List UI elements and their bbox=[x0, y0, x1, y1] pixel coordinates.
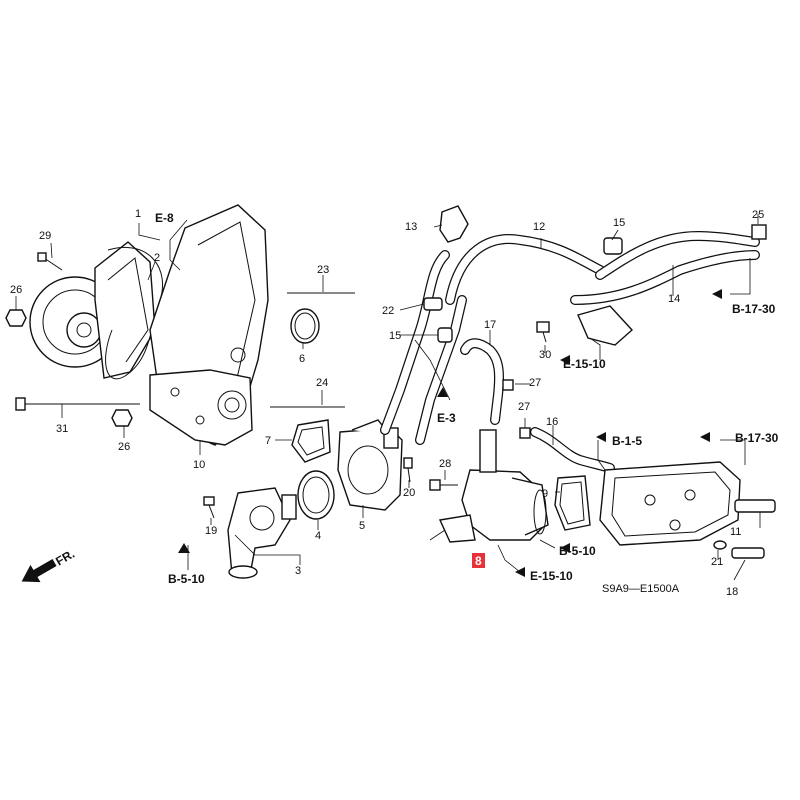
gasket-7 bbox=[291, 419, 331, 463]
callout-18: 18 bbox=[726, 586, 738, 598]
pipe-main-left bbox=[380, 250, 467, 445]
callout-24: 24 bbox=[316, 377, 328, 389]
ref-e1510-top: E-15-10 bbox=[563, 357, 606, 371]
pipe-14 bbox=[570, 230, 760, 305]
ref-arrows bbox=[178, 289, 722, 577]
callout-29: 29 bbox=[39, 230, 51, 242]
o-ring-6 bbox=[290, 308, 320, 344]
diagram-code: S9A9—E1500A bbox=[602, 583, 680, 595]
callout-15b: 15 bbox=[389, 330, 401, 342]
bolt-19 bbox=[203, 496, 215, 519]
thermostat-housing-8 bbox=[438, 429, 549, 543]
hose-17 bbox=[460, 338, 504, 425]
cylinder-head-end bbox=[599, 461, 741, 546]
nut-26-top bbox=[5, 309, 27, 327]
water-pump-assembly bbox=[29, 241, 164, 380]
sensor-18 bbox=[731, 547, 765, 559]
nut-26-bottom bbox=[111, 409, 133, 427]
arrow-e3 bbox=[437, 387, 448, 397]
callout-8: 8 bbox=[475, 554, 482, 568]
callout-11: 11 bbox=[730, 526, 741, 538]
arrow-e1510-top bbox=[560, 355, 570, 365]
ref-b510-right: B-5-10 bbox=[559, 544, 596, 558]
front-direction-indicator: FR. bbox=[21, 547, 77, 583]
callout-19: 19 bbox=[205, 525, 217, 537]
clamp-15-mid bbox=[437, 327, 453, 343]
clamp-22 bbox=[423, 297, 443, 311]
washer-21 bbox=[713, 540, 727, 550]
gasket-9 bbox=[554, 475, 591, 531]
arrow-e1510-bottom bbox=[515, 567, 525, 577]
callout-labels: 1 2 3 4 5 6 7 11 12 13 14 15 15 16 17 18… bbox=[10, 208, 764, 598]
callout-21: 21 bbox=[711, 556, 723, 568]
callout-27b: 27 bbox=[518, 401, 530, 413]
ref-e8: E-8 bbox=[155, 211, 174, 225]
leader-lines bbox=[15, 214, 761, 581]
callout-30: 30 bbox=[539, 349, 551, 361]
callout-26a: 26 bbox=[10, 284, 22, 296]
clamp-15-top bbox=[603, 237, 623, 255]
water-passage-bracket bbox=[149, 369, 253, 446]
callout-4: 4 bbox=[315, 530, 321, 542]
callout-8-highlight[interactable]: 8 bbox=[472, 553, 485, 568]
ref-b1730-right: B-17-30 bbox=[735, 431, 779, 445]
callout-28: 28 bbox=[439, 458, 451, 470]
callout-2: 2 bbox=[154, 252, 160, 264]
bolt-29 bbox=[37, 252, 63, 271]
callout-13: 13 bbox=[405, 221, 417, 233]
hose-12 bbox=[445, 234, 605, 305]
water-outlet-5 bbox=[337, 419, 403, 511]
o-ring-4 bbox=[297, 470, 335, 520]
callout-3: 3 bbox=[295, 565, 301, 577]
front-label: FR. bbox=[53, 547, 77, 569]
callout-16: 16 bbox=[546, 416, 558, 428]
clamp-13 bbox=[439, 205, 469, 243]
callout-27a: 27 bbox=[529, 377, 541, 389]
callout-9: 9 bbox=[542, 488, 548, 500]
ref-e3: E-3 bbox=[437, 411, 456, 425]
bolt-27-right bbox=[519, 427, 531, 439]
highlight-box bbox=[472, 553, 485, 568]
arrow-b15 bbox=[596, 432, 606, 442]
callout-6: 6 bbox=[299, 353, 305, 365]
ref-e1510-bottom: E-15-10 bbox=[530, 569, 573, 583]
bolt-28 bbox=[429, 479, 458, 491]
thermostat-cover-3 bbox=[227, 487, 297, 579]
ref-b1730-top: B-17-30 bbox=[732, 302, 776, 316]
callout-5: 5 bbox=[359, 520, 365, 532]
ref-b510-left: B-5-10 bbox=[168, 572, 205, 586]
arrow-b1730-right bbox=[700, 432, 710, 442]
callout-20: 20 bbox=[403, 487, 415, 499]
callout-26b: 26 bbox=[118, 441, 130, 453]
bracket-e1510 bbox=[577, 305, 633, 346]
ref-b15: B-1-5 bbox=[612, 434, 642, 448]
callout-1: 1 bbox=[135, 208, 141, 220]
callout-31: 31 bbox=[56, 423, 68, 435]
callout-22: 22 bbox=[382, 305, 394, 317]
front-arrow-icon bbox=[21, 559, 57, 583]
sensor-11 bbox=[734, 499, 776, 513]
hose-16 bbox=[530, 427, 615, 473]
arrow-b510-right bbox=[560, 543, 570, 553]
bolt-20 bbox=[403, 457, 413, 483]
bolt-27-top bbox=[502, 379, 514, 391]
callout-10: 10 bbox=[193, 459, 205, 471]
bolt-31 bbox=[15, 397, 140, 411]
callout-23: 23 bbox=[317, 264, 329, 276]
callout-25: 25 bbox=[752, 209, 764, 221]
callout-7: 7 bbox=[265, 435, 271, 447]
callout-14: 14 bbox=[668, 293, 680, 305]
arrow-b510-left bbox=[178, 543, 190, 553]
bolt-30 bbox=[536, 321, 550, 343]
callout-15a: 15 bbox=[613, 217, 625, 229]
callout-12: 12 bbox=[533, 221, 545, 233]
bolt-25 bbox=[751, 224, 767, 240]
reference-codes: E-8 E-3 B-17-30 B-17-30 E-15-10 E-15-10 … bbox=[155, 211, 779, 586]
callout-17: 17 bbox=[484, 319, 496, 331]
arrow-b1730-top bbox=[712, 289, 722, 299]
